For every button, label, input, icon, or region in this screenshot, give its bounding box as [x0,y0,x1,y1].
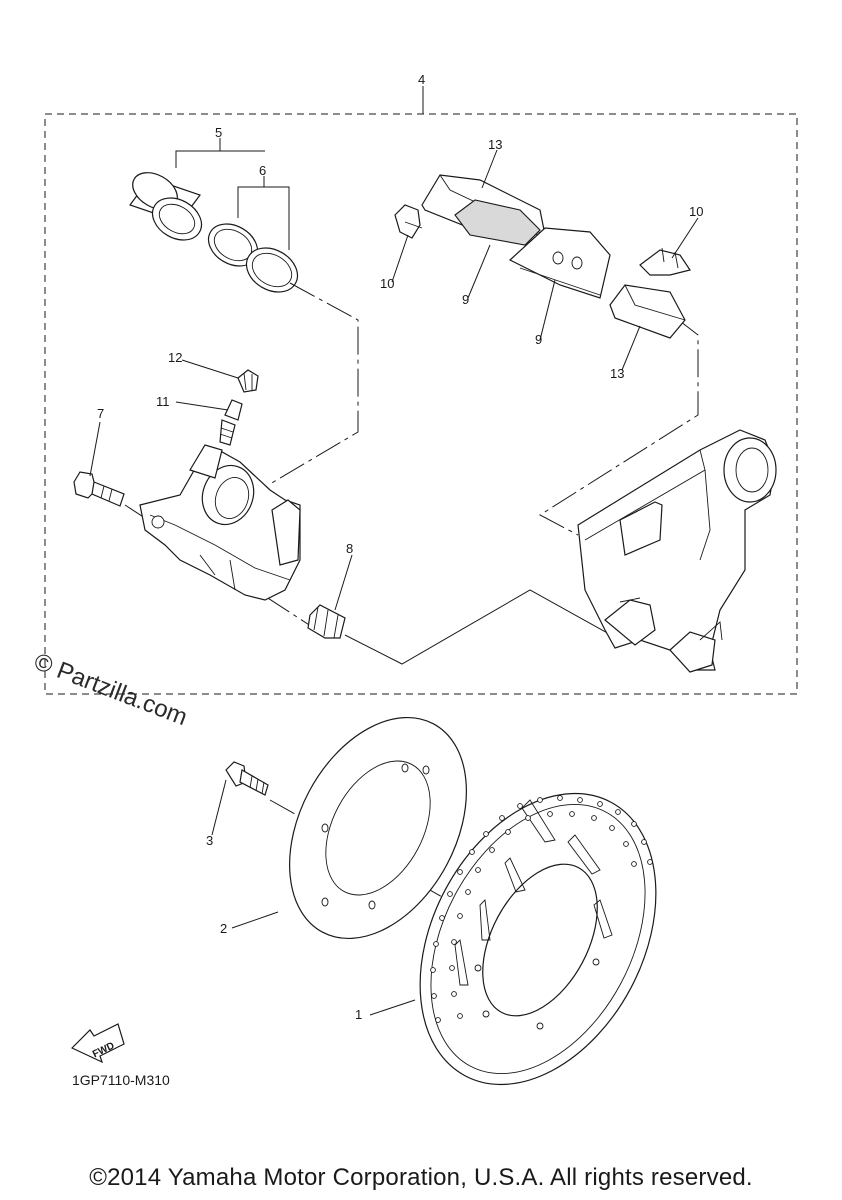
callout-10a: 10 [380,276,394,291]
callout-10b: 10 [689,204,703,219]
brake-disc-drilled [419,792,657,1086]
caliper-bracket [577,429,777,673]
pin-alignment-line [124,504,321,633]
pad-alignment-line [539,317,699,536]
copyright-notice: ©2014 Yamaha Motor Corporation, U.S.A. A… [89,1164,753,1191]
slide-pin-boot [307,604,346,639]
callout-13b: 13 [610,366,624,381]
callout-1: 1 [355,1007,362,1022]
bleeder-cap [237,369,259,393]
disc-drill-holes [430,795,653,1023]
forward-arrow-icon [70,1023,125,1064]
brake-disc-plain [289,716,467,940]
callout-4: 4 [418,72,425,87]
pad-spring-right [639,247,691,276]
callout-11: 11 [156,394,170,409]
callout-8: 8 [346,541,353,556]
callout-12: 12 [168,350,182,365]
disc-bolt [225,761,269,796]
pad-spring-left [394,204,423,239]
slide-pin-line [344,589,621,665]
bleeder-screw [219,399,243,446]
callout-7: 7 [97,406,104,421]
piston-seals [207,223,299,293]
callout-2: 2 [220,921,227,936]
leader-lines [89,149,699,1016]
callout-5: 5 [215,125,222,140]
caliper-assembly-boundary [44,113,798,695]
caliper-bolt [73,471,125,507]
piston [129,172,203,241]
callout-9a: 9 [462,292,469,307]
brake-pad-upper [421,174,546,246]
callout-9b: 9 [535,332,542,347]
callout-6: 6 [259,163,266,178]
brake-pad-lower [609,284,686,339]
callout-13a: 13 [488,137,502,152]
caliper-body [139,444,301,601]
brake-pad-shim-upper [508,227,611,299]
piston-alignment-line [269,282,359,485]
callout-3: 3 [206,833,213,848]
diagram-code: 1GP7110-M310 [72,1072,170,1088]
